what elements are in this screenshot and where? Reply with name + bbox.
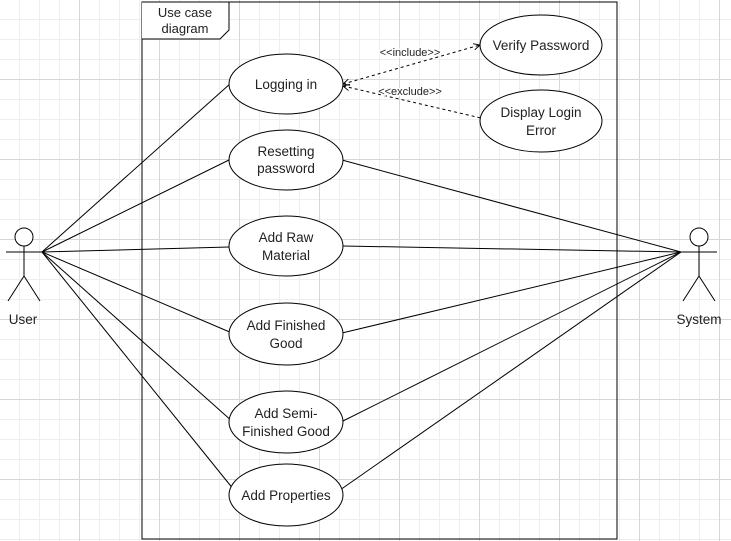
use-case-label-line1: Add Semi- [254, 406, 317, 421]
use-case-label-line1: Add Raw [259, 230, 314, 245]
actor-user-label: User [9, 312, 38, 327]
use-case-shape [479, 89, 603, 153]
use-case-label-line1: Display Login [500, 105, 581, 120]
association-system-add-finished-good [341, 251, 682, 334]
use-case-label: Verify Password [493, 38, 590, 53]
association-user-add-semi-finished-good [41, 251, 234, 423]
use-case-label-line1: Resetting [257, 144, 314, 159]
use-case-logging-in[interactable]: Logging in [228, 53, 344, 115]
use-case-label: Logging in [255, 77, 317, 92]
association-system-add-semi-finished-good [340, 251, 682, 423]
actor-user[interactable] [6, 227, 42, 302]
use-case-display-login-error[interactable]: Display Login Error [479, 89, 603, 153]
user-associations [41, 82, 235, 491]
association-user-add-properties [41, 251, 235, 491]
use-case-shape [479, 14, 603, 76]
actor-head [689, 227, 709, 247]
use-case-label-line2: Material [262, 248, 310, 263]
actor-head [14, 227, 34, 247]
system-associations [339, 159, 682, 491]
exclude-label: <<exclude>> [378, 86, 442, 98]
system-boundary [141, 1, 618, 540]
actor-right-leg [23, 275, 41, 302]
association-user-add-finished-good [41, 251, 233, 334]
use-case-shape [228, 302, 344, 366]
frame-label-line1: Use case [158, 5, 212, 20]
use-case-add-raw-material[interactable]: Add Raw Material [228, 215, 344, 277]
use-case-add-properties[interactable]: Add Properties [228, 463, 344, 527]
use-case-label-line2: password [257, 161, 315, 176]
use-case-label-line2: Error [526, 123, 557, 138]
use-case-label-line1: Add Finished [247, 318, 326, 333]
association-system-add-raw-material [342, 245, 682, 253]
frame-label-tab [142, 1, 230, 40]
use-case-shape [228, 390, 344, 454]
actor-left-leg [682, 275, 700, 302]
association-system-resetting-password [341, 159, 682, 253]
use-case-shape [228, 215, 344, 277]
use-case-resetting-password[interactable]: Resetting password [228, 129, 344, 191]
use-case-label-line2: Finished Good [242, 424, 330, 439]
use-case-label-line2: Good [269, 336, 302, 351]
frame-label-line2: diagram [162, 21, 209, 36]
actor-right-leg [698, 275, 716, 302]
actor-left-leg [7, 275, 25, 302]
use-case-add-semi-finished-good[interactable]: Add Semi- Finished Good [228, 390, 344, 454]
use-case-shape [228, 463, 344, 527]
actor-system-label: System [676, 312, 721, 327]
use-case-shape [228, 53, 344, 115]
use-case-add-finished-good[interactable]: Add Finished Good [228, 302, 344, 366]
association-user-resetting-password [41, 158, 232, 253]
use-case-verify-password[interactable]: Verify Password [479, 14, 603, 76]
association-system-add-properties [339, 251, 682, 491]
use-case-shape [228, 129, 344, 191]
include-label: <<include>> [380, 47, 441, 59]
use-case-label: Add Properties [241, 488, 331, 503]
association-user-logging-in [41, 82, 232, 253]
association-user-add-raw-material [41, 246, 230, 253]
actor-system[interactable] [681, 227, 717, 302]
